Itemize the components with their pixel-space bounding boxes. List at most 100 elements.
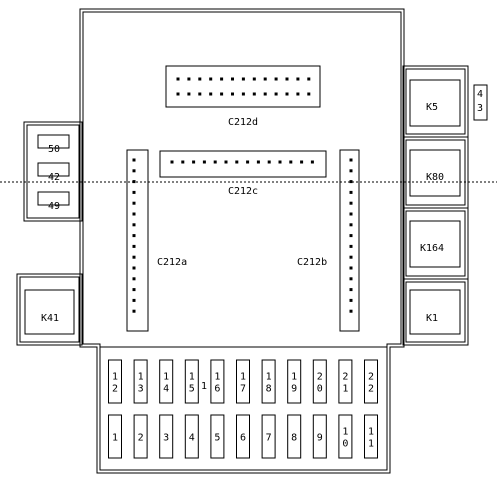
relay-k80-label: K80 bbox=[426, 172, 444, 183]
fuse-slot bbox=[210, 414, 225, 459]
fuse-number: 2 bbox=[112, 384, 118, 395]
connector-pin bbox=[285, 77, 289, 81]
connector-pin bbox=[241, 77, 245, 81]
fuse-slot bbox=[287, 359, 302, 404]
connector-pin bbox=[349, 234, 353, 238]
fuse-number: 2 bbox=[368, 372, 374, 383]
fuse-number: 4 bbox=[189, 433, 195, 444]
connector-pin bbox=[349, 244, 353, 248]
connector-pin bbox=[241, 92, 245, 96]
connector-pin bbox=[132, 180, 136, 184]
connector-c212c-label: C212c bbox=[228, 186, 258, 197]
side-label-42: 42 bbox=[48, 172, 60, 183]
fuse-number: 5 bbox=[214, 433, 220, 444]
fuse-number: 2 bbox=[342, 372, 348, 383]
connector-pin bbox=[300, 160, 304, 164]
connector-pin bbox=[132, 277, 136, 281]
relay-k1 bbox=[402, 278, 469, 346]
fuse-slot bbox=[338, 359, 353, 404]
fuse-slot bbox=[108, 414, 122, 459]
connector-c212c-pins bbox=[170, 160, 314, 164]
fuse-number: 1 bbox=[112, 433, 118, 444]
fuse-number: 9 bbox=[291, 384, 297, 395]
fuse-number: 1 bbox=[214, 372, 220, 383]
fuse-number: 9 bbox=[317, 433, 323, 444]
fuse-slot bbox=[261, 359, 276, 404]
connector-pin bbox=[132, 201, 136, 205]
connector-pin bbox=[256, 160, 260, 164]
connector-pin bbox=[274, 92, 278, 96]
fuse-number: 6 bbox=[240, 433, 246, 444]
fuse-slot bbox=[287, 414, 302, 459]
connector-pin bbox=[176, 77, 180, 81]
connector-pin bbox=[176, 92, 180, 96]
connector-pin bbox=[349, 212, 353, 216]
fuse-number: 1 bbox=[291, 372, 297, 383]
small-box-digit: 4 bbox=[477, 89, 483, 100]
connector-pin bbox=[267, 160, 271, 164]
connector-c212a: C212a bbox=[126, 149, 187, 332]
relay-k1-label: K1 bbox=[426, 313, 438, 324]
connector-pin bbox=[349, 223, 353, 227]
connector-pin bbox=[209, 77, 213, 81]
connector-pin bbox=[349, 190, 353, 194]
fuse-between-label: 1 bbox=[201, 381, 207, 392]
small-box-43 bbox=[473, 84, 488, 121]
connector-pin bbox=[187, 92, 191, 96]
connector-pin bbox=[296, 77, 300, 81]
connector-pin bbox=[132, 158, 136, 162]
fuse-number: 8 bbox=[291, 433, 297, 444]
connector-pin bbox=[132, 169, 136, 173]
connector-pin bbox=[349, 255, 353, 259]
connector-c212b-pins bbox=[349, 158, 353, 313]
fuse-slot bbox=[133, 359, 148, 404]
fuse-number: 1 bbox=[342, 427, 348, 438]
connector-c212b: C212b bbox=[297, 149, 360, 332]
connector-pin bbox=[349, 266, 353, 270]
connector-pin bbox=[198, 77, 202, 81]
connector-pin bbox=[170, 160, 174, 164]
connector-pin bbox=[213, 160, 217, 164]
fuse-number: 2 bbox=[317, 372, 323, 383]
connector-pin bbox=[198, 92, 202, 96]
connector-pin bbox=[220, 77, 224, 81]
fuse-number: 1 bbox=[368, 427, 374, 438]
connector-pin bbox=[310, 160, 314, 164]
connector-pin bbox=[132, 309, 136, 313]
fuse-slot bbox=[261, 414, 276, 459]
housing-outline bbox=[79, 8, 405, 474]
connector-pin bbox=[235, 160, 239, 164]
connector-pin bbox=[132, 244, 136, 248]
connector-pin bbox=[252, 92, 256, 96]
fuse-slot bbox=[312, 359, 327, 404]
connector-pin bbox=[252, 77, 256, 81]
fuse-number: 3 bbox=[163, 433, 169, 444]
connector-c212c: C212c bbox=[159, 150, 327, 197]
connector-pin bbox=[231, 92, 234, 96]
connector-pin bbox=[289, 160, 293, 164]
connector-pin bbox=[349, 277, 353, 281]
connector-c212a-label: C212a bbox=[157, 257, 187, 268]
relay-k80 bbox=[402, 136, 469, 209]
connector-pin bbox=[132, 212, 136, 216]
connector-pin bbox=[263, 77, 267, 81]
connector-c212b-label: C212b bbox=[297, 257, 327, 268]
fuse-number: 6 bbox=[214, 384, 220, 395]
fuse-number: 2 bbox=[368, 384, 374, 395]
small-box-digit: 3 bbox=[477, 103, 483, 114]
connector-c212d: C212d bbox=[165, 65, 321, 128]
fuse-number: 1 bbox=[189, 372, 195, 383]
fuse-number: 7 bbox=[266, 433, 272, 444]
fuse-number: 1 bbox=[266, 372, 272, 383]
fuse-number: 0 bbox=[317, 384, 323, 395]
connector-pin bbox=[220, 92, 224, 96]
connector-c212a-pins bbox=[132, 158, 136, 313]
fuse-slot bbox=[236, 414, 250, 459]
connector-pin bbox=[263, 92, 267, 96]
fuse-number: 1 bbox=[163, 372, 169, 383]
connector-c212d-label: C212d bbox=[228, 117, 258, 128]
fuse-slot bbox=[338, 414, 353, 459]
fuse-number: 3 bbox=[138, 384, 144, 395]
